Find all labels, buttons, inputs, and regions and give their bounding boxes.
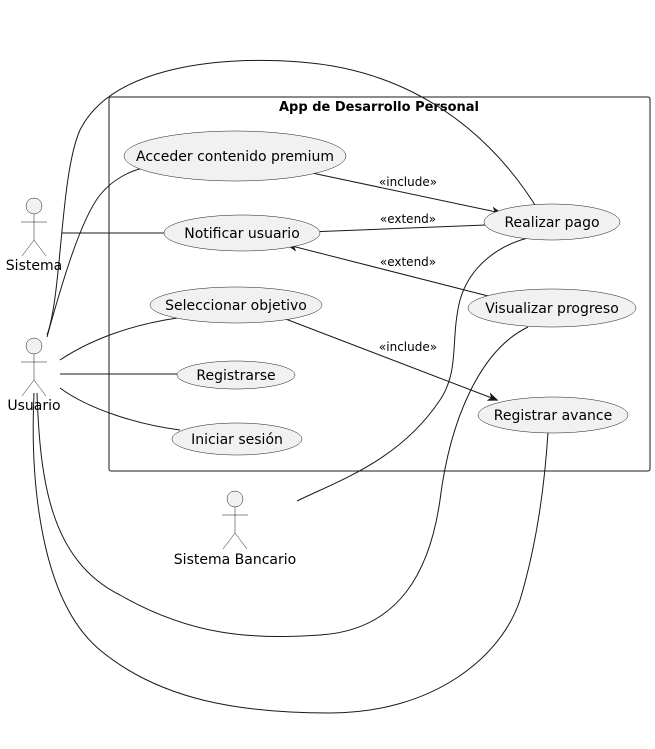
arrow-pago-notificar: [308, 224, 487, 232]
arrow-seleccionar-avance: [282, 317, 497, 400]
system-title: App de Desarrollo Personal: [279, 100, 479, 115]
use-case-seleccionar[interactable]: Seleccionar objetivo: [149, 286, 323, 324]
assoc-usuario-pago: [46, 59, 541, 336]
actor-sistema-head-icon: [25, 197, 43, 215]
use-case-notificar-label: Notificar usuario: [184, 226, 300, 242]
actor-usuario-head-icon: [25, 337, 43, 355]
use-case-progreso-label: Visualizar progreso: [485, 301, 619, 317]
actor-sistema[interactable]: Sistema: [6, 197, 62, 274]
use-case-progreso[interactable]: Visualizar progreso: [467, 288, 637, 328]
use-case-avance-label: Registrar avance: [494, 408, 612, 424]
actor-usuario-label: Usuario: [7, 398, 60, 414]
assoc-bancario-pago: [296, 237, 529, 502]
actor-bancario-head-icon: [226, 490, 244, 508]
use-case-registrarse[interactable]: Registrarse: [176, 360, 296, 390]
use-case-notificar[interactable]: Notificar usuario: [163, 214, 321, 252]
use-case-registrarse-label: Registrarse: [196, 368, 275, 384]
use-case-avance[interactable]: Registrar avance: [477, 396, 629, 434]
label-progreso-notificar: «extend»: [380, 255, 436, 269]
use-case-sesion-label: Iniciar sesión: [191, 432, 283, 448]
assoc-usuario-avance: [32, 392, 549, 714]
assoc-usuario-progreso: [36, 326, 529, 638]
arrow-progreso-notificar: [288, 245, 497, 299]
use-case-pago-label: Realizar pago: [504, 215, 599, 231]
use-case-premium[interactable]: Acceder contenido premium: [123, 130, 347, 182]
dependencies: [282, 172, 501, 400]
assoc-usuario-premium: [46, 166, 149, 338]
use-case-seleccionar-label: Seleccionar objetivo: [165, 298, 307, 314]
use-case-sesion[interactable]: Iniciar sesión: [171, 422, 303, 456]
assoc-usuario-seleccionar: [59, 317, 178, 361]
associations: [32, 59, 549, 714]
actor-bancario[interactable]: Sistema Bancario: [174, 490, 296, 568]
label-pago-notificar: «extend»: [380, 212, 436, 226]
label-seleccionar-avance: «include»: [379, 340, 437, 354]
actor-sistema-label: Sistema: [6, 258, 62, 274]
actor-bancario-label: Sistema Bancario: [174, 552, 296, 568]
use-case-pago[interactable]: Realizar pago: [483, 203, 621, 241]
assoc-usuario-sesion: [59, 387, 181, 431]
actor-usuario[interactable]: Usuario: [7, 337, 61, 414]
arrow-premium-pago: [311, 172, 501, 213]
use-case-premium-label: Acceder contenido premium: [136, 149, 334, 165]
label-premium-pago: «include»: [379, 175, 437, 189]
